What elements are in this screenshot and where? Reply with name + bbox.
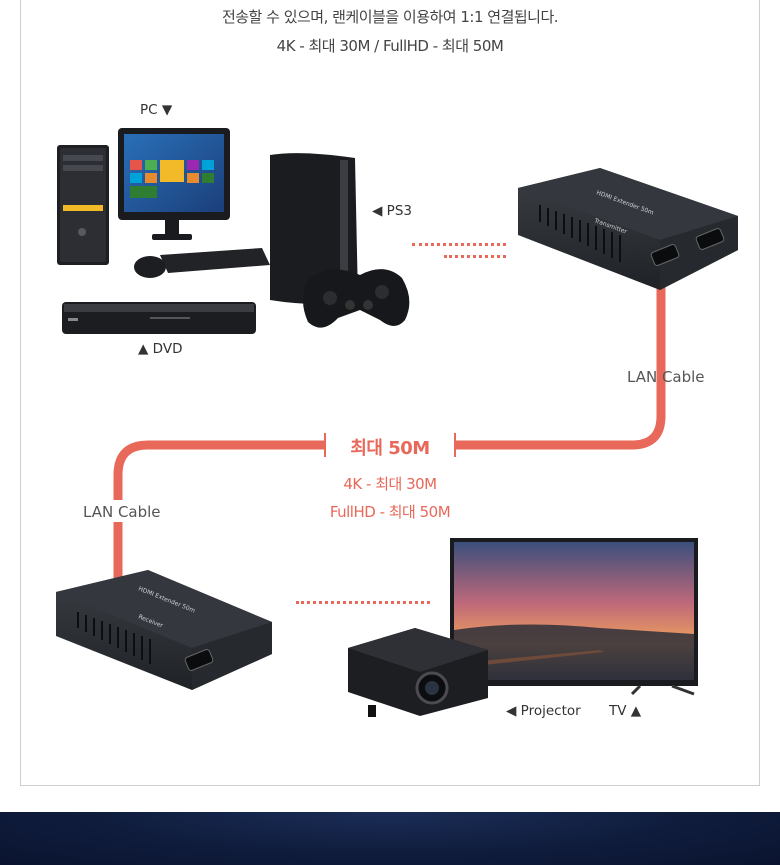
pc-icon — [57, 128, 270, 278]
header-line-2: 4K - 최대 30M / FullHD - 최대 50M — [276, 37, 504, 55]
tv-icon — [450, 538, 698, 696]
connection-diagram: HDMI Extender 50m Transmitter HDMI Exten… — [56, 128, 738, 717]
spec-fullhd: FullHD - 최대 50M — [329, 503, 451, 521]
hdmi-dotted-line-lower — [296, 601, 430, 604]
lan-cable — [113, 280, 666, 580]
header-line-1: 전송할 수 있으며, 랜케이블을 이용하여 1:1 연결됩니다. — [221, 8, 559, 26]
projector-icon — [348, 628, 488, 717]
bottom-banner — [0, 812, 780, 865]
receiver-unit-icon: HDMI Extender 50m Receiver — [56, 570, 272, 690]
projector-label: ◀ Projector — [506, 703, 581, 719]
lan-cable-label-left: LAN Cable — [83, 503, 161, 521]
hdmi-dotted-line-upper-1 — [412, 243, 506, 246]
dvd-label: ▲ DVD — [138, 341, 183, 357]
ps3-label: ◀ PS3 — [372, 203, 412, 219]
dvd-player-icon — [62, 302, 256, 334]
hdmi-dotted-line-upper-2 — [444, 255, 506, 258]
transmitter-unit-icon: HDMI Extender 50m Transmitter — [518, 168, 738, 290]
max-distance-title: 최대 50M — [350, 438, 430, 459]
lan-cable-label-right: LAN Cable — [627, 368, 705, 386]
tv-label: TV ▲ — [609, 703, 642, 719]
ps3-icon — [270, 153, 410, 328]
pc-label: PC ▼ — [140, 102, 173, 118]
distance-markers — [324, 433, 456, 457]
spec-4k: 4K - 최대 30M — [343, 475, 437, 493]
